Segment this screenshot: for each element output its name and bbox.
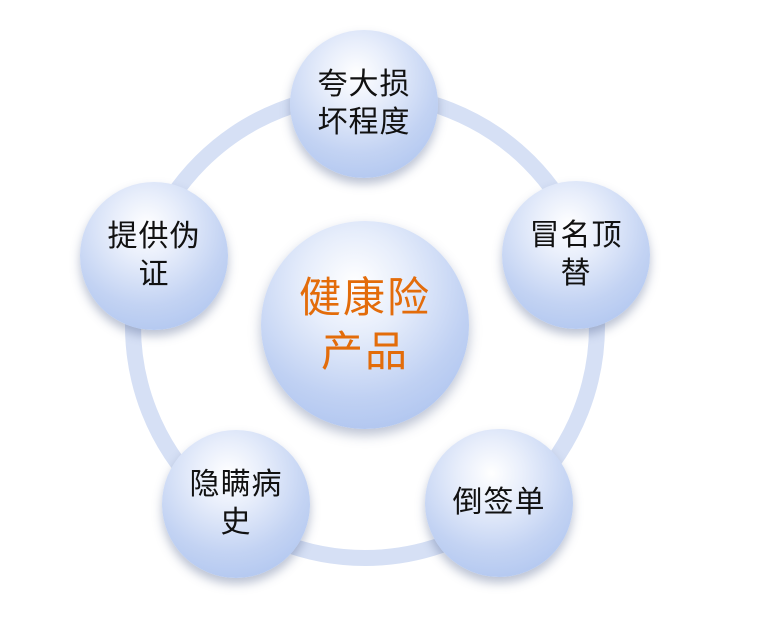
node-concealed-medical-history: 隐瞒病史 — [162, 430, 310, 578]
node-false-evidence: 提供伪证 — [80, 182, 228, 330]
node-impersonation: 冒名顶替 — [502, 181, 650, 329]
node-label: 冒名顶替 — [529, 218, 623, 291]
center-node-label: 健康险产品 — [298, 273, 431, 376]
node-label: 隐瞒病史 — [189, 467, 283, 540]
node-label: 倒签单 — [452, 485, 546, 520]
node-exaggerate-damage: 夸大损坏程度 — [290, 30, 438, 178]
center-node-health-insurance-product: 健康险产品 — [261, 221, 469, 429]
node-label: 夸大损坏程度 — [317, 67, 411, 140]
node-backdated-policy: 倒签单 — [425, 429, 573, 577]
node-label: 提供伪证 — [107, 219, 201, 292]
